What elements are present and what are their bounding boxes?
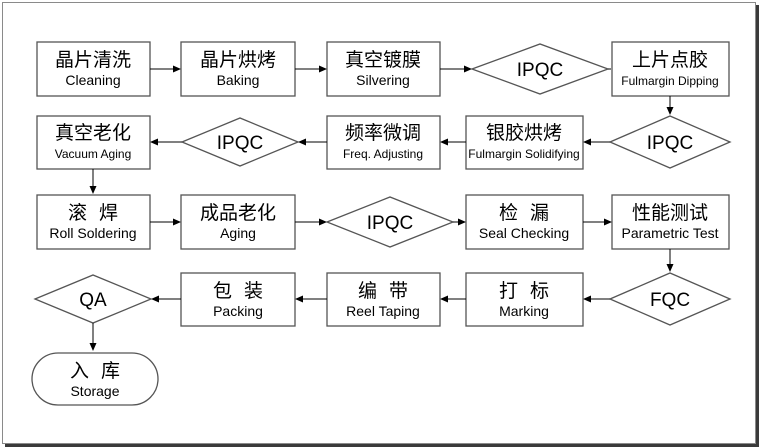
- step-aging-en: Aging: [220, 225, 256, 241]
- step-baking-zh: 晶片烘烤: [200, 49, 276, 71]
- step-fulmargin-dipping-zh: 上片点胶: [632, 49, 708, 71]
- step-silvering-zh: 真空镀膜: [345, 49, 421, 71]
- terminal-storage: 入 库 Storage: [31, 352, 159, 406]
- step-fulmargin-dipping-en: Fulmargin Dipping: [621, 74, 718, 88]
- terminal-storage-en: Storage: [70, 383, 119, 399]
- step-aging: 成品老化 Aging: [180, 194, 296, 250]
- decision-ipqc-3-label: IPQC: [217, 133, 263, 154]
- step-seal-checking-en: Seal Checking: [479, 225, 569, 241]
- decision-qa-label: QA: [79, 290, 107, 311]
- step-baking-en: Baking: [217, 72, 260, 88]
- step-seal-checking: 检 漏 Seal Checking: [465, 194, 584, 250]
- step-vacuum-aging: 真空老化 Vacuum Aging: [36, 115, 151, 170]
- step-packing-zh: 包 装: [213, 280, 263, 302]
- step-parametric-test-en: Parametric Test: [622, 225, 719, 241]
- step-freq-adjusting: 频率微调 Freq. Adjusting: [326, 115, 441, 170]
- step-silvering-en: Silvering: [356, 72, 410, 88]
- step-vacuum-aging-en: Vacuum Aging: [55, 147, 132, 161]
- step-reel-taping-zh: 编 带: [358, 280, 408, 302]
- step-marking-en: Marking: [499, 303, 549, 319]
- step-cleaning-en: Cleaning: [65, 72, 120, 88]
- decision-ipqc-4-label: IPQC: [367, 213, 413, 234]
- decision-ipqc-4: IPQC: [325, 196, 455, 248]
- step-parametric-test: 性能测试 Parametric Test: [611, 194, 730, 250]
- step-roll-soldering-en: Roll Soldering: [49, 225, 136, 241]
- step-fulmargin-dipping: 上片点胶 Fulmargin Dipping: [611, 41, 730, 97]
- decision-ipqc-1-label: IPQC: [517, 60, 563, 81]
- decision-ipqc-2: IPQC: [608, 115, 732, 169]
- step-roll-soldering-zh: 滚 焊: [68, 202, 118, 224]
- decision-ipqc-2-label: IPQC: [647, 133, 693, 154]
- decision-ipqc-1: IPQC: [470, 43, 610, 95]
- step-parametric-test-zh: 性能测试: [632, 202, 708, 224]
- step-freq-adjusting-zh: 频率微调: [345, 122, 421, 144]
- decision-qa: QA: [33, 274, 153, 324]
- decision-fqc: FQC: [608, 272, 732, 326]
- step-aging-zh: 成品老化: [200, 202, 276, 224]
- step-cleaning: 晶片清洗 Cleaning: [36, 41, 151, 97]
- step-seal-checking-zh: 检 漏: [499, 202, 549, 224]
- step-reel-taping: 编 带 Reel Taping: [326, 272, 441, 327]
- step-packing-en: Packing: [213, 303, 263, 319]
- step-packing: 包 装 Packing: [180, 272, 296, 327]
- terminal-storage-zh: 入 库: [70, 360, 120, 382]
- step-fulmargin-solidifying-en: Fulmargin Solidifying: [468, 147, 579, 161]
- decision-fqc-label: FQC: [650, 290, 690, 311]
- step-roll-soldering: 滚 焊 Roll Soldering: [36, 194, 151, 250]
- step-fulmargin-solidifying: 银胶烘烤 Fulmargin Solidifying: [465, 115, 584, 170]
- step-marking: 打 标 Marking: [465, 272, 584, 327]
- step-fulmargin-solidifying-zh: 银胶烘烤: [486, 122, 562, 144]
- step-reel-taping-en: Reel Taping: [346, 303, 420, 319]
- step-silvering: 真空镀膜 Silvering: [326, 41, 441, 97]
- step-freq-adjusting-en: Freq. Adjusting: [343, 147, 423, 161]
- step-marking-zh: 打 标: [499, 280, 549, 302]
- decision-ipqc-3: IPQC: [180, 117, 300, 167]
- step-cleaning-zh: 晶片清洗: [55, 49, 131, 71]
- step-vacuum-aging-zh: 真空老化: [55, 122, 131, 144]
- step-baking: 晶片烘烤 Baking: [180, 41, 296, 97]
